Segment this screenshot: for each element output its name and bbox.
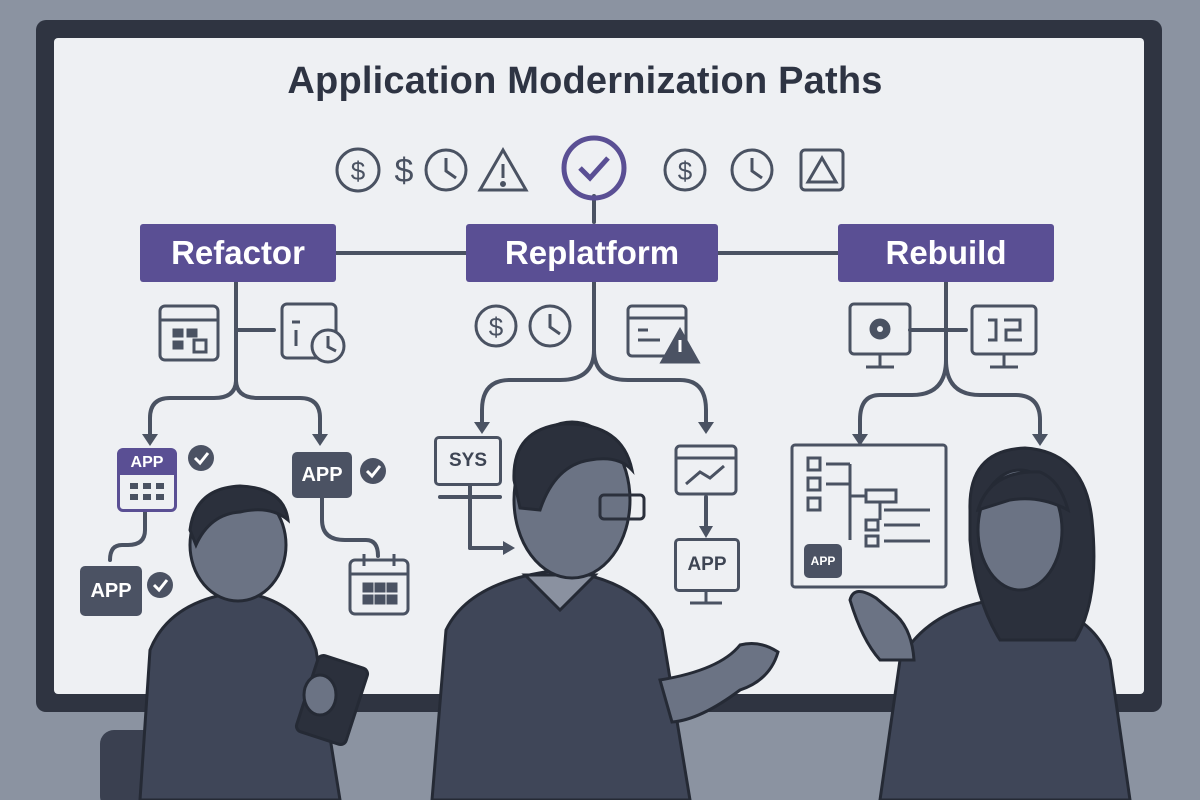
person-left <box>138 484 370 800</box>
monitor-icon <box>690 592 722 605</box>
person-right <box>848 446 1132 800</box>
path-replatform: Replatform <box>466 224 718 282</box>
person-middle <box>430 420 780 800</box>
check-circle-icon <box>561 135 627 201</box>
app-monitor: APP <box>674 538 740 592</box>
calendar-window-icon <box>158 304 220 362</box>
app-refactor-right: APP <box>292 452 352 498</box>
dollar-circle-icon: $ <box>663 148 707 192</box>
svg-text:$: $ <box>351 156 366 186</box>
dollar-icon: $ <box>395 152 414 190</box>
clock-document-icon <box>280 302 346 364</box>
app-rebuild: APP <box>804 544 842 578</box>
top-icon-row: $ $ $ <box>335 135 845 201</box>
clock-icon <box>730 148 774 192</box>
app-refactor-bottom: APP <box>80 566 142 616</box>
app-calendar-icon: APP <box>117 448 177 512</box>
dollar-circle-icon: $ <box>474 304 518 348</box>
check-badge-icon <box>147 445 386 598</box>
page-title: Application Modernization Paths <box>287 60 883 102</box>
svg-text:$: $ <box>395 152 414 190</box>
warning-window-icon <box>626 304 701 364</box>
warning-icon <box>477 146 529 192</box>
clock-icon <box>424 148 468 192</box>
dollar-circle-icon: $ <box>335 147 381 193</box>
app-label: APP <box>120 451 174 475</box>
path-rebuild: Rebuild <box>838 224 1054 282</box>
path-refactor: Refactor <box>140 224 336 282</box>
calendar-icon <box>348 554 410 616</box>
clock-icon <box>528 304 572 348</box>
chart-window-icon <box>674 444 738 496</box>
sys-box: SYS <box>434 436 502 486</box>
warning-box-icon <box>799 148 845 192</box>
settings-monitor-icon <box>848 302 912 369</box>
svg-text:$: $ <box>489 312 504 342</box>
diagram-panel-icon <box>790 443 948 589</box>
svg-text:$: $ <box>678 156 693 186</box>
code-monitor-icon <box>970 304 1038 369</box>
